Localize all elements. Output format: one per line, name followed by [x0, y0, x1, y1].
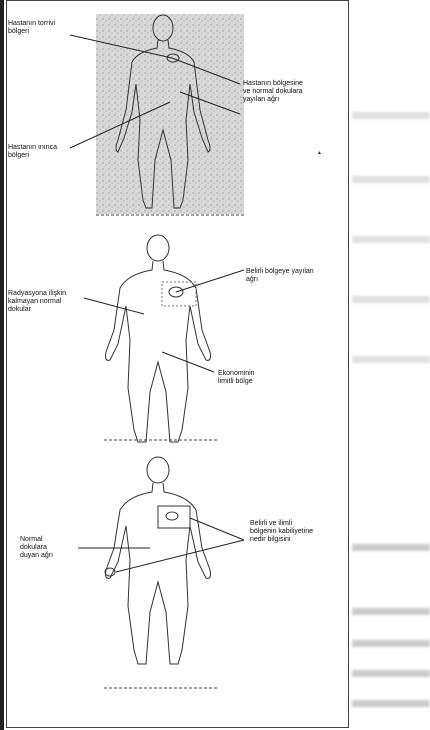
panel1-label-top-left: Hastanın torrivi bölgeri — [8, 20, 55, 36]
panel1-label-right: Hastanın bölgesine ve normal dokulara ya… — [243, 80, 303, 104]
figure-frame — [6, 0, 349, 728]
panel2-label-right-top: Belirli bölgeye yayılan ağrı — [246, 268, 314, 284]
panel2-label-left: Radyasyona ilişkin kalmayan normal dokul… — [8, 290, 66, 314]
panel3-label-right: Belirli ve ilimli bölgenin kabiliyetine … — [250, 520, 313, 544]
panel3-label-left: Normal dokulara duyan ağrı — [20, 536, 53, 560]
panel1-label-bottom-left: Hastanın ınınca bölgeri — [8, 144, 57, 160]
panel2-label-right-bottom: Ekonominin limitli bölge — [218, 370, 255, 386]
